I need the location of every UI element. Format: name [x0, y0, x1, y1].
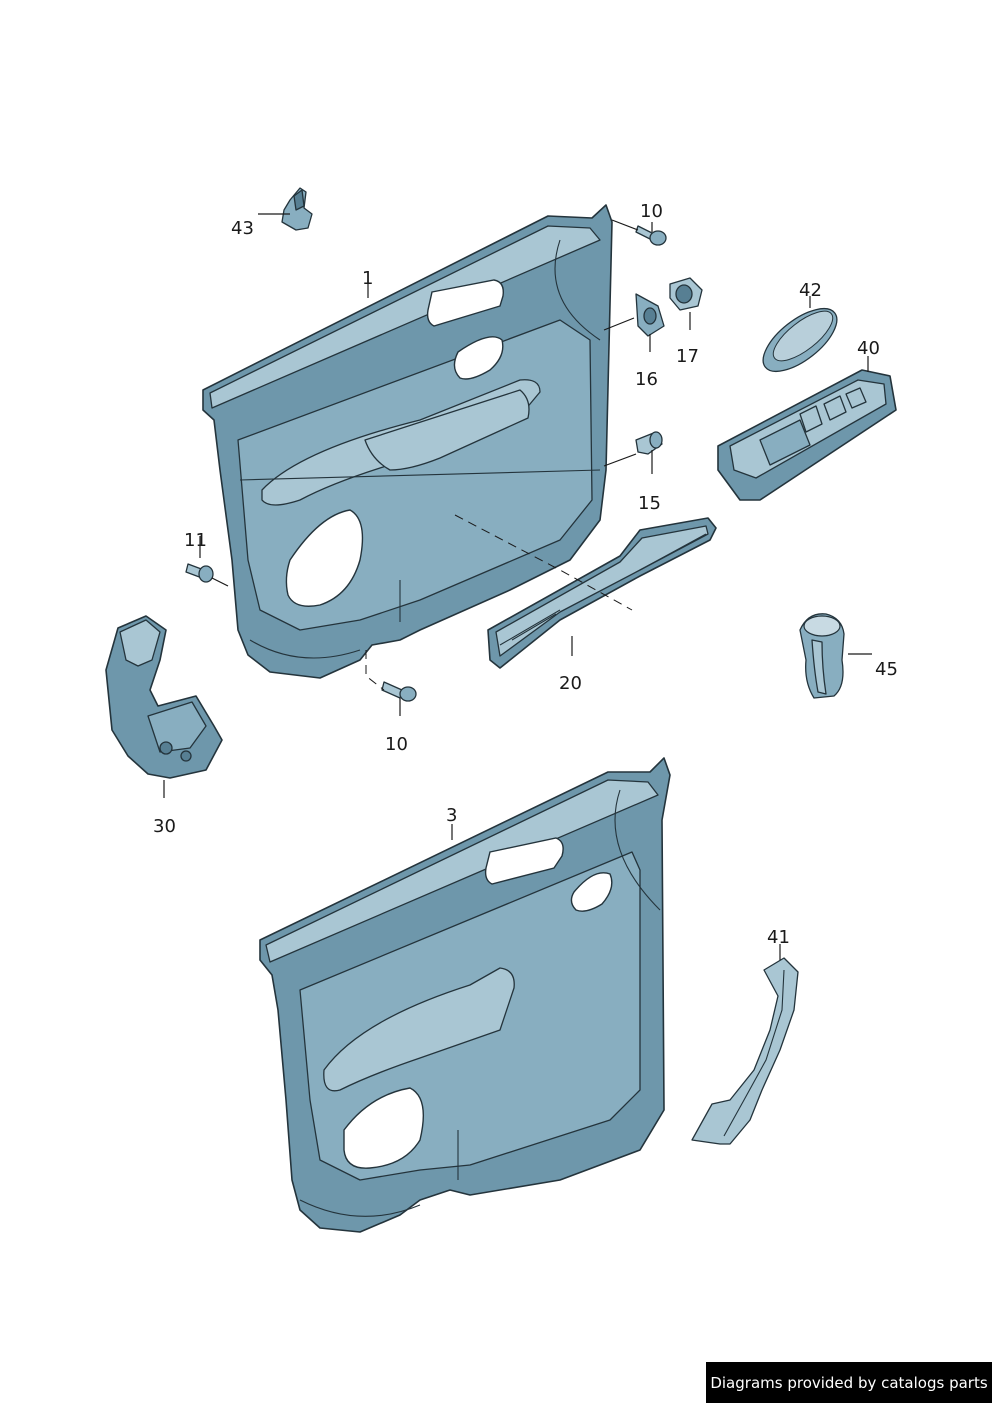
clip-part-15 [635, 431, 663, 455]
attribution-footer: Diagrams provided by catalogs parts [706, 1362, 992, 1403]
callout-16: 16 [635, 369, 658, 390]
knob-part-45 [799, 613, 845, 699]
callout-15: 15 [638, 493, 661, 514]
callout-45: 45 [875, 659, 898, 680]
screw-part-10-top [635, 225, 667, 246]
callout-40: 40 [857, 338, 880, 359]
bracket-part-30 [105, 615, 223, 779]
bracket-part-17 [669, 277, 703, 311]
callout-20: 20 [559, 673, 582, 694]
callout-1: 1 [362, 268, 373, 289]
retainer-part-16 [635, 293, 665, 337]
assembly-line [365, 650, 385, 691]
callout-3: 3 [446, 805, 457, 826]
door-trim-panel-front [202, 204, 613, 679]
leader-lines [163, 213, 872, 960]
callout-17: 17 [676, 346, 699, 367]
speaker-cover-part-42 [762, 308, 838, 372]
callout-42: 42 [799, 280, 822, 301]
door-trim-panel-rear [259, 757, 671, 1233]
callout-10-top: 10 [640, 201, 663, 222]
callout-30: 30 [153, 816, 176, 837]
assembly-line [454, 514, 633, 611]
callout-43: 43 [231, 218, 254, 239]
clip-part-43 [281, 187, 313, 231]
callout-labels: 43 1 10 16 17 42 40 15 11 20 45 30 10 3 … [153, 201, 898, 948]
callout-10-bottom: 10 [385, 734, 408, 755]
screw-part-11 [185, 563, 214, 583]
callout-41: 41 [767, 927, 790, 948]
callout-11: 11 [184, 530, 207, 551]
screw-part-10-bottom [381, 681, 417, 702]
pillar-trim-part-41 [691, 957, 799, 1145]
switch-panel-part-40 [717, 369, 897, 501]
